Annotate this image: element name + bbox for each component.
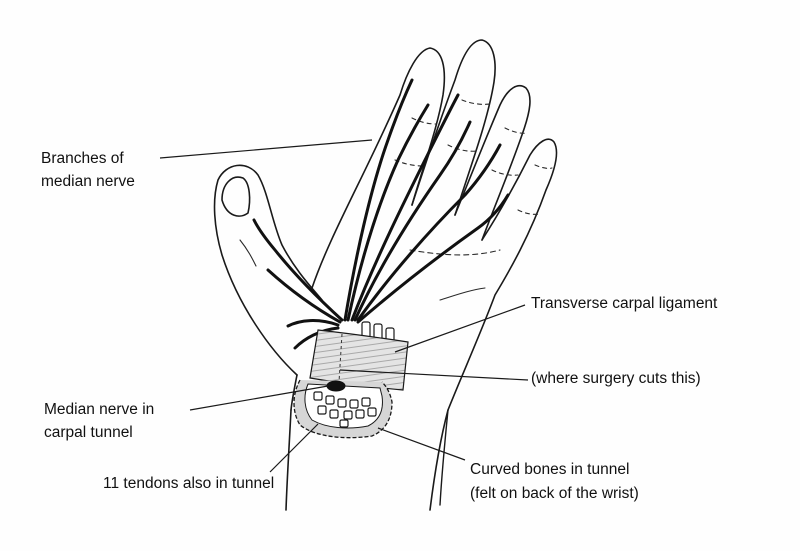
nerve-branch-thumb-2 xyxy=(266,268,342,324)
leader-branches xyxy=(159,139,373,159)
middle-finger-outline xyxy=(411,39,496,216)
ring-crease-upper xyxy=(504,127,528,134)
tunnel-tendon xyxy=(349,399,359,409)
tunnel-tendon xyxy=(361,397,371,407)
tunnel-tendon xyxy=(313,391,323,401)
nerve-branch-recurrent-2 xyxy=(293,326,340,350)
tendons-in-tunnel xyxy=(313,391,377,428)
label-median-nerve-line2: carpal tunnel xyxy=(44,424,133,441)
nerve-branch-index xyxy=(343,78,414,322)
tunnel-tendon xyxy=(339,419,349,428)
tunnel-tendon xyxy=(355,409,365,419)
label-branches-line1: Branches of xyxy=(41,150,124,167)
tunnel-tendon xyxy=(325,395,335,405)
label-surgery-cut: (where surgery cuts this) xyxy=(531,370,701,387)
thumb-crease xyxy=(239,239,257,267)
leader-surgery xyxy=(339,369,529,381)
median-nerve-cross-section xyxy=(326,380,346,392)
tunnel-tendon xyxy=(317,405,327,415)
tunnel-tendon xyxy=(337,398,347,408)
leader-lines xyxy=(159,139,529,473)
nerve-branch-ring xyxy=(356,143,502,322)
little-crease-lower xyxy=(517,209,541,215)
hand-outline xyxy=(213,39,558,511)
label-transverse-carpal-ligament: Transverse carpal ligament xyxy=(531,295,718,312)
leader-bones xyxy=(377,427,466,461)
tunnel-tendon xyxy=(329,409,339,419)
thumbnail-outline xyxy=(221,176,251,217)
wrist-lines xyxy=(439,409,449,506)
leader-median-tunnel xyxy=(189,385,329,411)
tunnel-tendon xyxy=(343,410,353,420)
palm-thumb-side xyxy=(290,374,298,411)
palm-heart-line xyxy=(409,249,501,256)
ring-finger-outline xyxy=(454,84,531,241)
label-tendons: 11 tendons also in tunnel xyxy=(103,475,275,492)
label-branches-line2: median nerve xyxy=(41,173,135,190)
middle-crease-upper xyxy=(461,99,491,105)
leader-transverse xyxy=(394,304,526,353)
nerve-branch-middle-2 xyxy=(353,120,472,322)
index-finger-outline xyxy=(311,47,446,289)
nerve-branch-ring-2 xyxy=(356,193,510,324)
little-crease-upper xyxy=(534,164,553,169)
middle-crease-lower xyxy=(447,144,479,152)
index-crease-upper xyxy=(411,117,437,125)
label-curved-bones-line1: Curved bones in tunnel xyxy=(470,461,630,478)
palm-head-line xyxy=(439,287,486,301)
leader-tendons xyxy=(269,423,319,473)
tendons-emerging xyxy=(361,321,395,343)
ring-crease-lower xyxy=(491,169,519,176)
nerve-branch-middle xyxy=(350,93,460,322)
median-nerve-branches xyxy=(252,78,510,350)
thumb-outline xyxy=(213,164,323,376)
nerve-branch-recurrent xyxy=(286,319,340,328)
wrist-left-edge xyxy=(285,409,292,511)
tunnel-tendon xyxy=(367,407,377,417)
nerve-branch-thumb xyxy=(252,218,344,322)
label-median-nerve-line1: Median nerve in xyxy=(44,401,155,418)
nerve-branch-index-2 xyxy=(346,103,430,322)
index-crease-lower xyxy=(394,159,425,167)
wrist-right-edge xyxy=(439,409,449,506)
ligament-cut-line xyxy=(338,333,343,383)
label-curved-bones-line2: (felt on back of the wrist) xyxy=(470,485,639,502)
carpal-tunnel-section xyxy=(293,379,393,439)
